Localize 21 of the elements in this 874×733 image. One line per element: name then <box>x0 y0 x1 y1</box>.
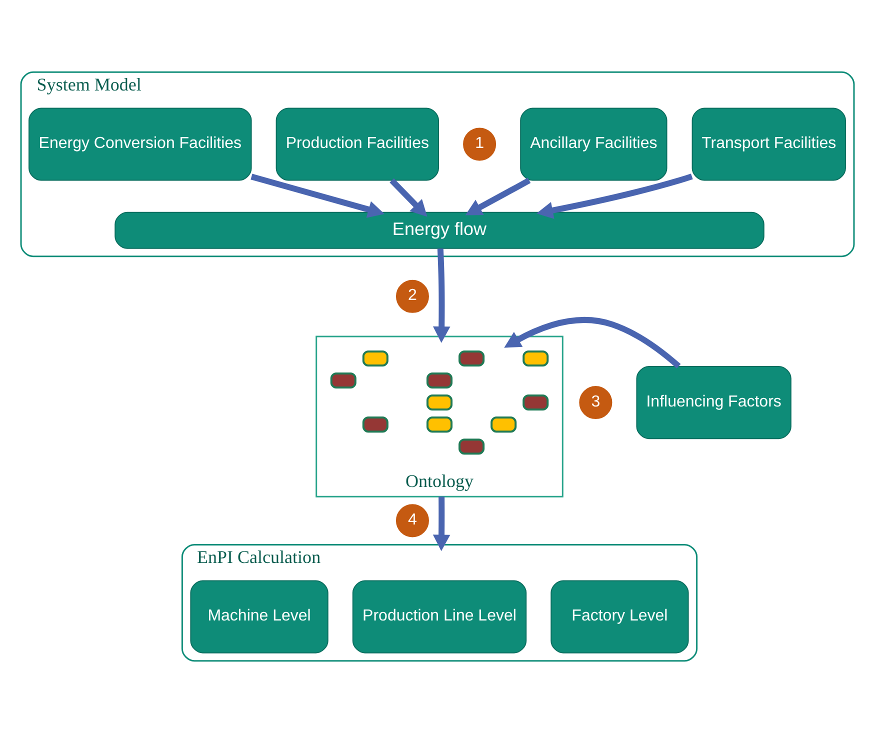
arrow <box>432 248 450 343</box>
arrow <box>464 178 530 216</box>
node-box: Energy flow <box>114 212 764 249</box>
cluster: Ontology <box>315 336 563 498</box>
arrow <box>536 174 692 219</box>
node-box: Production Line Level <box>352 580 526 654</box>
arrow <box>504 317 680 369</box>
node-box: Energy Conversion Facilities <box>28 108 252 181</box>
node-circle: 2 <box>395 280 428 313</box>
node-box: Production Facilities <box>275 108 438 181</box>
node-box: Ancillary Facilities <box>520 108 667 181</box>
node-box: Influencing Factors <box>636 366 791 440</box>
node-box: Factory Level <box>550 580 688 654</box>
node-circle: 1 <box>462 128 496 161</box>
node-circle: 3 <box>578 386 612 420</box>
arrow <box>389 178 427 217</box>
node-circle: 4 <box>395 504 428 538</box>
arrow <box>250 174 384 218</box>
arrow <box>432 496 450 552</box>
node-box: Machine Level <box>190 580 328 654</box>
node-box: Transport Facilities <box>691 108 846 181</box>
